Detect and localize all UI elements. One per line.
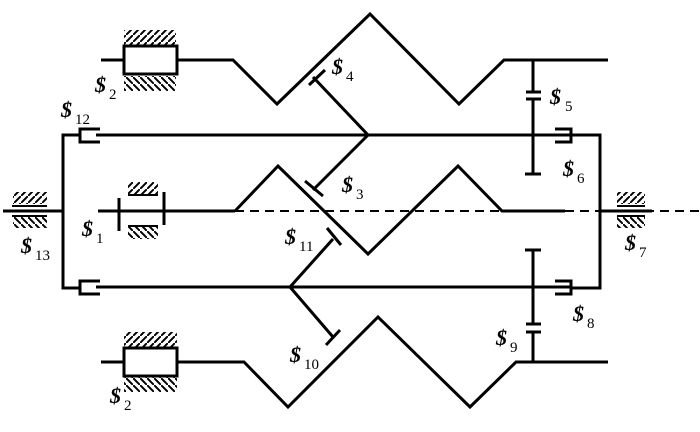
svg-text:7: 7 [639, 245, 647, 261]
svg-text:$: $ [60, 97, 72, 122]
svg-text:$: $ [109, 383, 121, 408]
lower-branch [288, 237, 335, 338]
svg-text:$: $ [549, 84, 561, 109]
label-s12: $ 12 [60, 97, 90, 128]
svg-text:$: $ [562, 156, 574, 181]
s7-ground-hatch-upper [617, 192, 645, 204]
top-ground-hatch-lower [124, 76, 176, 91]
s7-ground-hatch-lower [617, 216, 645, 228]
label-s9: $ 9 [495, 325, 518, 356]
slider-s3-cap [304, 179, 324, 198]
svg-text:2: 2 [124, 398, 132, 414]
s1-ground-hatch-upper [128, 182, 158, 194]
label-s1: $ 1 [81, 216, 104, 247]
label-s8: $ 8 [572, 301, 595, 332]
svg-text:$: $ [284, 224, 296, 249]
slider-s4-cap [307, 68, 327, 87]
label-s2-top: $ 2 [94, 72, 117, 103]
label-s6: $ 6 [562, 156, 585, 187]
top-prismatic-joint [101, 30, 179, 91]
label-s10: $ 10 [289, 342, 319, 373]
bottom-slider-block [122, 346, 179, 378]
svg-text:$: $ [624, 230, 636, 255]
svg-text:$: $ [341, 172, 353, 197]
svg-text:3: 3 [356, 187, 364, 203]
svg-text:$: $ [331, 54, 343, 79]
svg-text:10: 10 [304, 357, 319, 373]
label-s5: $ 5 [549, 84, 573, 115]
gear-pair-s5 [525, 60, 541, 176]
label-s13: $ 13 [20, 233, 50, 264]
svg-text:6: 6 [577, 171, 585, 187]
bottom-prismatic-joint [101, 332, 179, 392]
bottom-ground-hatch-lower [124, 377, 177, 392]
gear-pair-s9 [525, 248, 541, 362]
label-s11: $ 11 [284, 224, 313, 255]
s13-ground-hatch-upper [13, 192, 47, 204]
upper-branch [311, 75, 371, 192]
s1-ground-hatch-lower [128, 227, 158, 239]
revolute-s8 [555, 279, 573, 296]
bottom-ground-hatch-upper [124, 332, 177, 347]
svg-text:5: 5 [565, 99, 573, 115]
top-slider-block [122, 44, 179, 76]
slider-s11-cap [325, 227, 343, 246]
svg-text:8: 8 [587, 316, 595, 332]
label-s4: $ 4 [331, 54, 354, 85]
top-zigzag-link [177, 11, 608, 107]
label-s3: $ 3 [341, 172, 364, 203]
svg-text:$: $ [81, 216, 93, 241]
left-frame-link [61, 133, 80, 290]
label-s2-bottom: $ 2 [109, 383, 132, 414]
svg-text:$: $ [572, 301, 584, 326]
revolute-lower-left [78, 279, 100, 296]
svg-text:$: $ [495, 325, 507, 350]
svg-text:12: 12 [75, 112, 90, 128]
svg-text:$: $ [94, 72, 106, 97]
svg-text:11: 11 [299, 239, 313, 255]
s13-ground-hatch-lower [13, 216, 47, 228]
svg-text:1: 1 [96, 231, 104, 247]
svg-text:9: 9 [510, 340, 518, 356]
svg-text:4: 4 [346, 69, 354, 85]
label-s7: $ 7 [624, 230, 647, 261]
svg-text:$: $ [20, 233, 32, 258]
svg-text:13: 13 [35, 248, 50, 264]
slider-s10-cap [324, 328, 342, 347]
bottom-zigzag-link [177, 314, 608, 410]
svg-text:$: $ [289, 342, 301, 367]
top-ground-hatch-upper [124, 30, 176, 45]
svg-text:2: 2 [109, 87, 117, 103]
